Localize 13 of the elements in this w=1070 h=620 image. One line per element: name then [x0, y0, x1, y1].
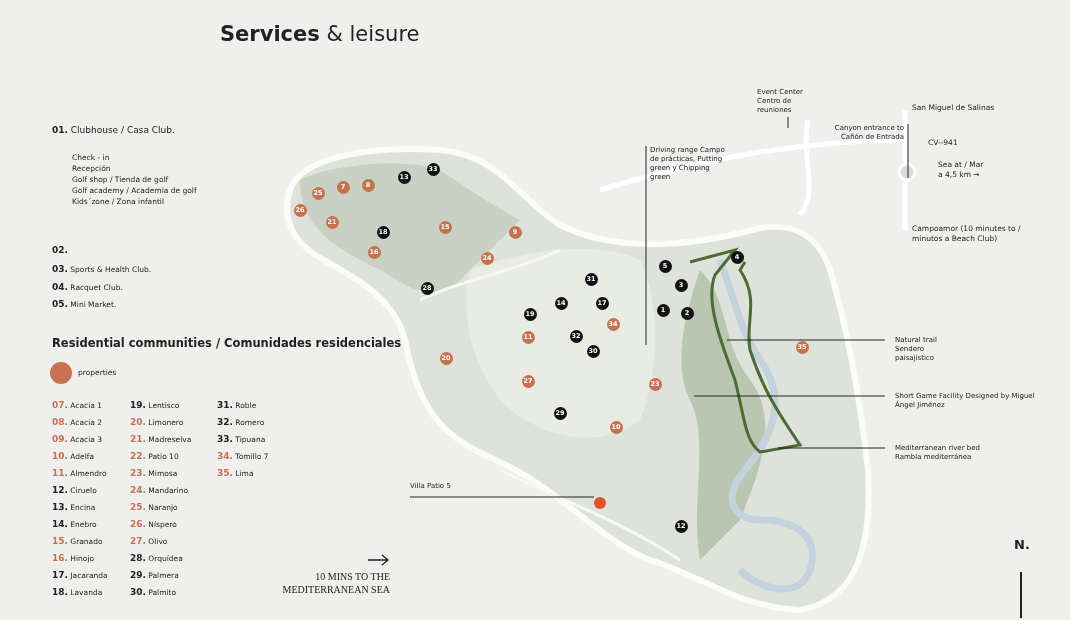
leader-line	[907, 123, 909, 179]
section-heading: Residential communities / Comunidades residenciales	[52, 338, 402, 348]
distance-note: 10 MINS TO THE MEDITERRANEAN SEA	[281, 570, 390, 596]
leader-line	[726, 339, 886, 341]
leader-line	[777, 447, 886, 449]
leader-line	[693, 395, 886, 397]
leader-line	[409, 496, 595, 498]
north-label: N.	[1014, 540, 1030, 550]
service-entry: 01. Clubhouse / Casa Club.	[52, 125, 175, 135]
page-title: Services & leisure	[220, 22, 420, 46]
leader-line	[645, 145, 647, 346]
item-number: 02.	[52, 245, 68, 256]
leader-line	[787, 116, 789, 129]
